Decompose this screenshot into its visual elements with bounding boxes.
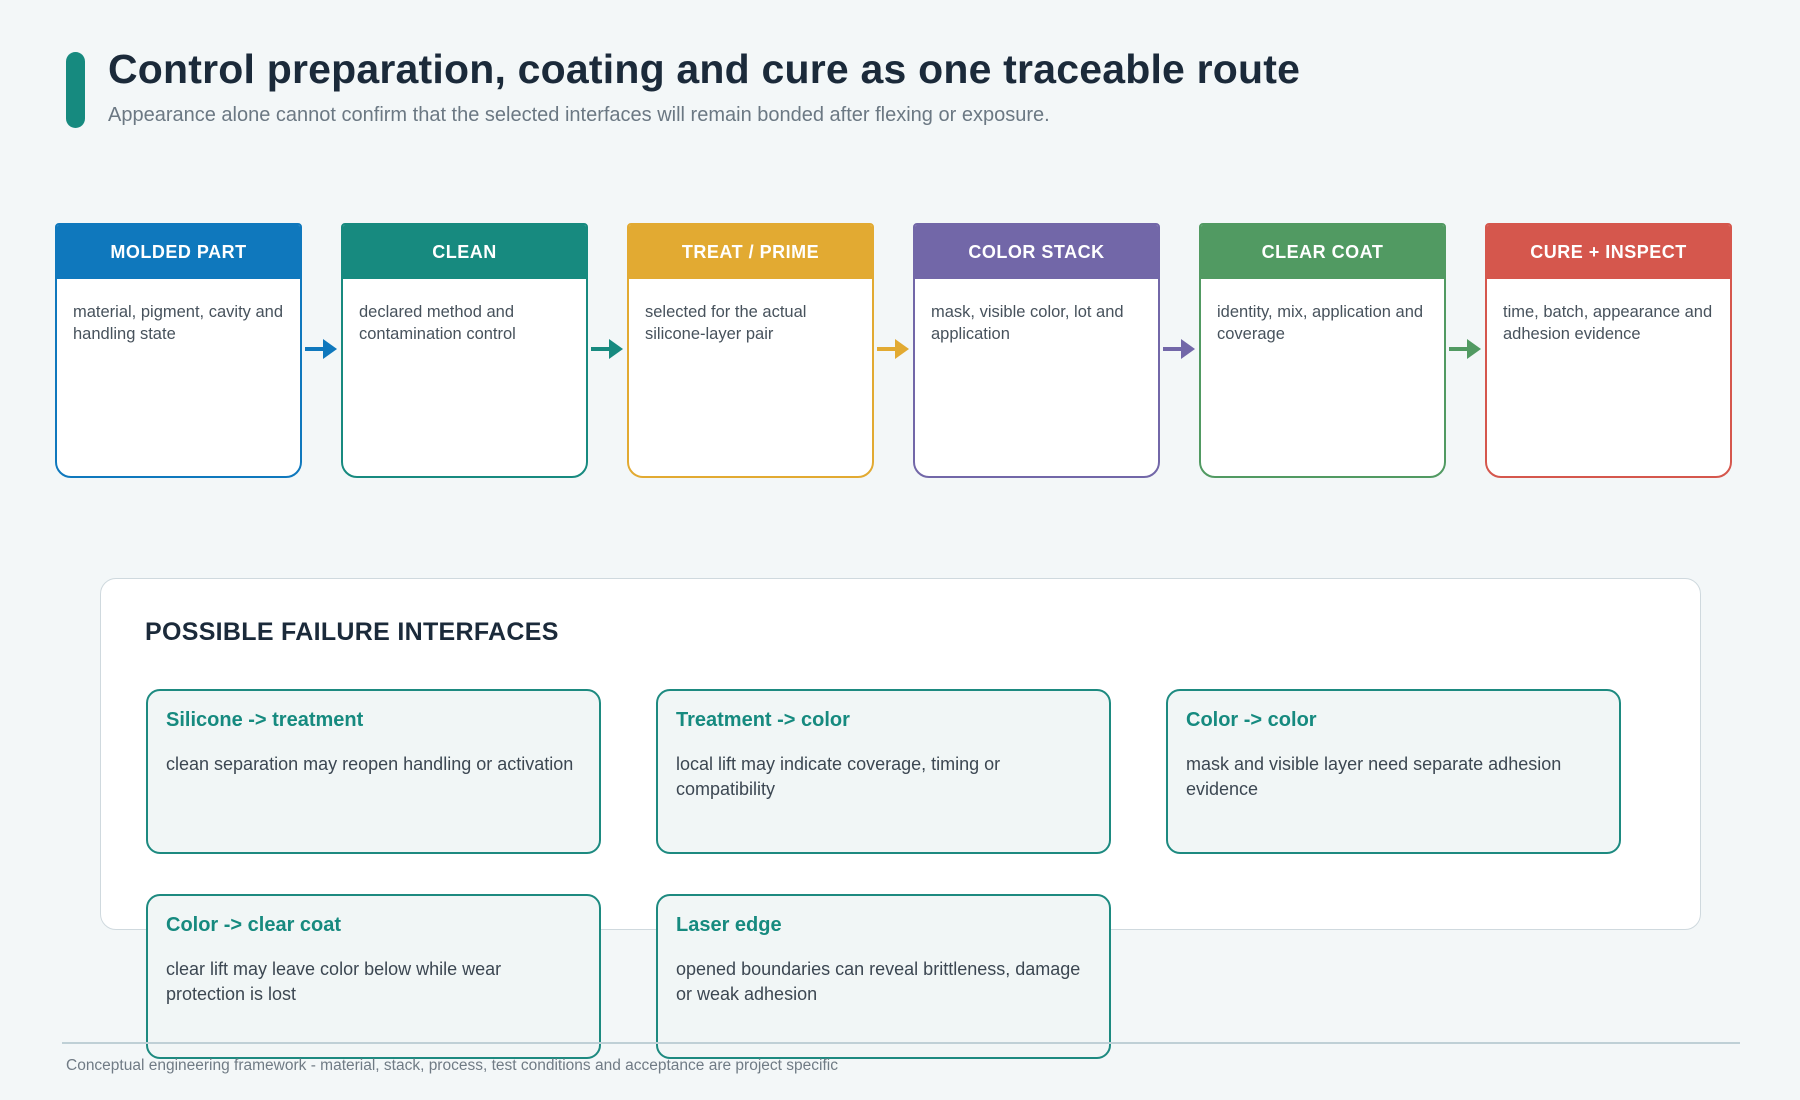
process-step-text: material, pigment, cavity and handling s… (73, 303, 284, 343)
process-step: COLOR STACK mask, visible color, lot and … (913, 223, 1160, 478)
footer-divider (62, 1042, 1740, 1044)
failure-card-title: Laser edge (676, 914, 782, 936)
failure-card-text: local lift may indicate coverage, timing… (676, 754, 1001, 799)
process-step: CLEAN declared method and contamination c… (341, 223, 588, 478)
failure-interface-card: Silicone -> treatment clean separation ma… (146, 689, 601, 854)
page-subtitle: Appearance alone cannot confirm that the… (108, 104, 1050, 126)
process-step-text: identity, mix, application and coverage (1217, 303, 1424, 343)
failure-card-text: mask and visible layer need separate adh… (1186, 754, 1562, 799)
process-step-text: selected for the actual silicone-layer p… (645, 303, 807, 343)
arrow-right-icon (1449, 339, 1481, 359)
failure-card-text: clean separation may reopen handling or … (166, 754, 574, 774)
failure-card-title: Silicone -> treatment (166, 709, 364, 731)
process-step: CURE + INSPECT time, batch, appearance an… (1485, 223, 1732, 478)
failure-card-text: opened boundaries can reveal brittleness… (676, 959, 1081, 1004)
process-step-title: CURE + INSPECT (1487, 225, 1730, 279)
process-step: TREAT / PRIME selected for the actual sil… (627, 223, 874, 478)
process-step-text: declared method and contamination contro… (359, 303, 516, 343)
process-step-title: TREAT / PRIME (629, 225, 872, 279)
arrow-right-icon (591, 339, 623, 359)
arrow-right-icon (1163, 339, 1195, 359)
process-step-text: mask, visible color, lot and application (931, 303, 1124, 343)
failure-interface-card: Laser edge opened boundaries can reveal b… (656, 894, 1111, 1059)
footer-note: Conceptual engineering framework - mater… (66, 1057, 838, 1074)
process-step-title: CLEAR COAT (1201, 225, 1444, 279)
failure-card-title: Color -> clear coat (166, 914, 342, 936)
process-step: CLEAR COAT identity, mix, application and… (1199, 223, 1446, 478)
process-step: MOLDED PART material, pigment, cavity and… (55, 223, 302, 478)
failure-panel-title: POSSIBLE FAILURE INTERFACES (145, 618, 559, 646)
process-step-title: COLOR STACK (915, 225, 1158, 279)
process-step-text: time, batch, appearance and adhesion evi… (1503, 303, 1713, 343)
failure-card-title: Color -> color (1186, 709, 1317, 731)
page-title: Control preparation, coating and cure as… (108, 46, 1301, 92)
process-step-title: MOLDED PART (57, 225, 300, 279)
arrow-right-icon (877, 339, 909, 359)
process-step-title: CLEAN (343, 225, 586, 279)
failure-card-text: clear lift may leave color below while w… (166, 959, 502, 1004)
failure-interface-card: Treatment -> color local lift may indicat… (656, 689, 1111, 854)
arrow-right-icon (305, 339, 337, 359)
failure-interface-card: Color -> color mask and visible layer nee… (1166, 689, 1621, 854)
failure-interface-card: Color -> clear coat clear lift may leave … (146, 894, 601, 1059)
title-accent-bar (66, 52, 85, 128)
failure-card-title: Treatment -> color (676, 709, 850, 731)
